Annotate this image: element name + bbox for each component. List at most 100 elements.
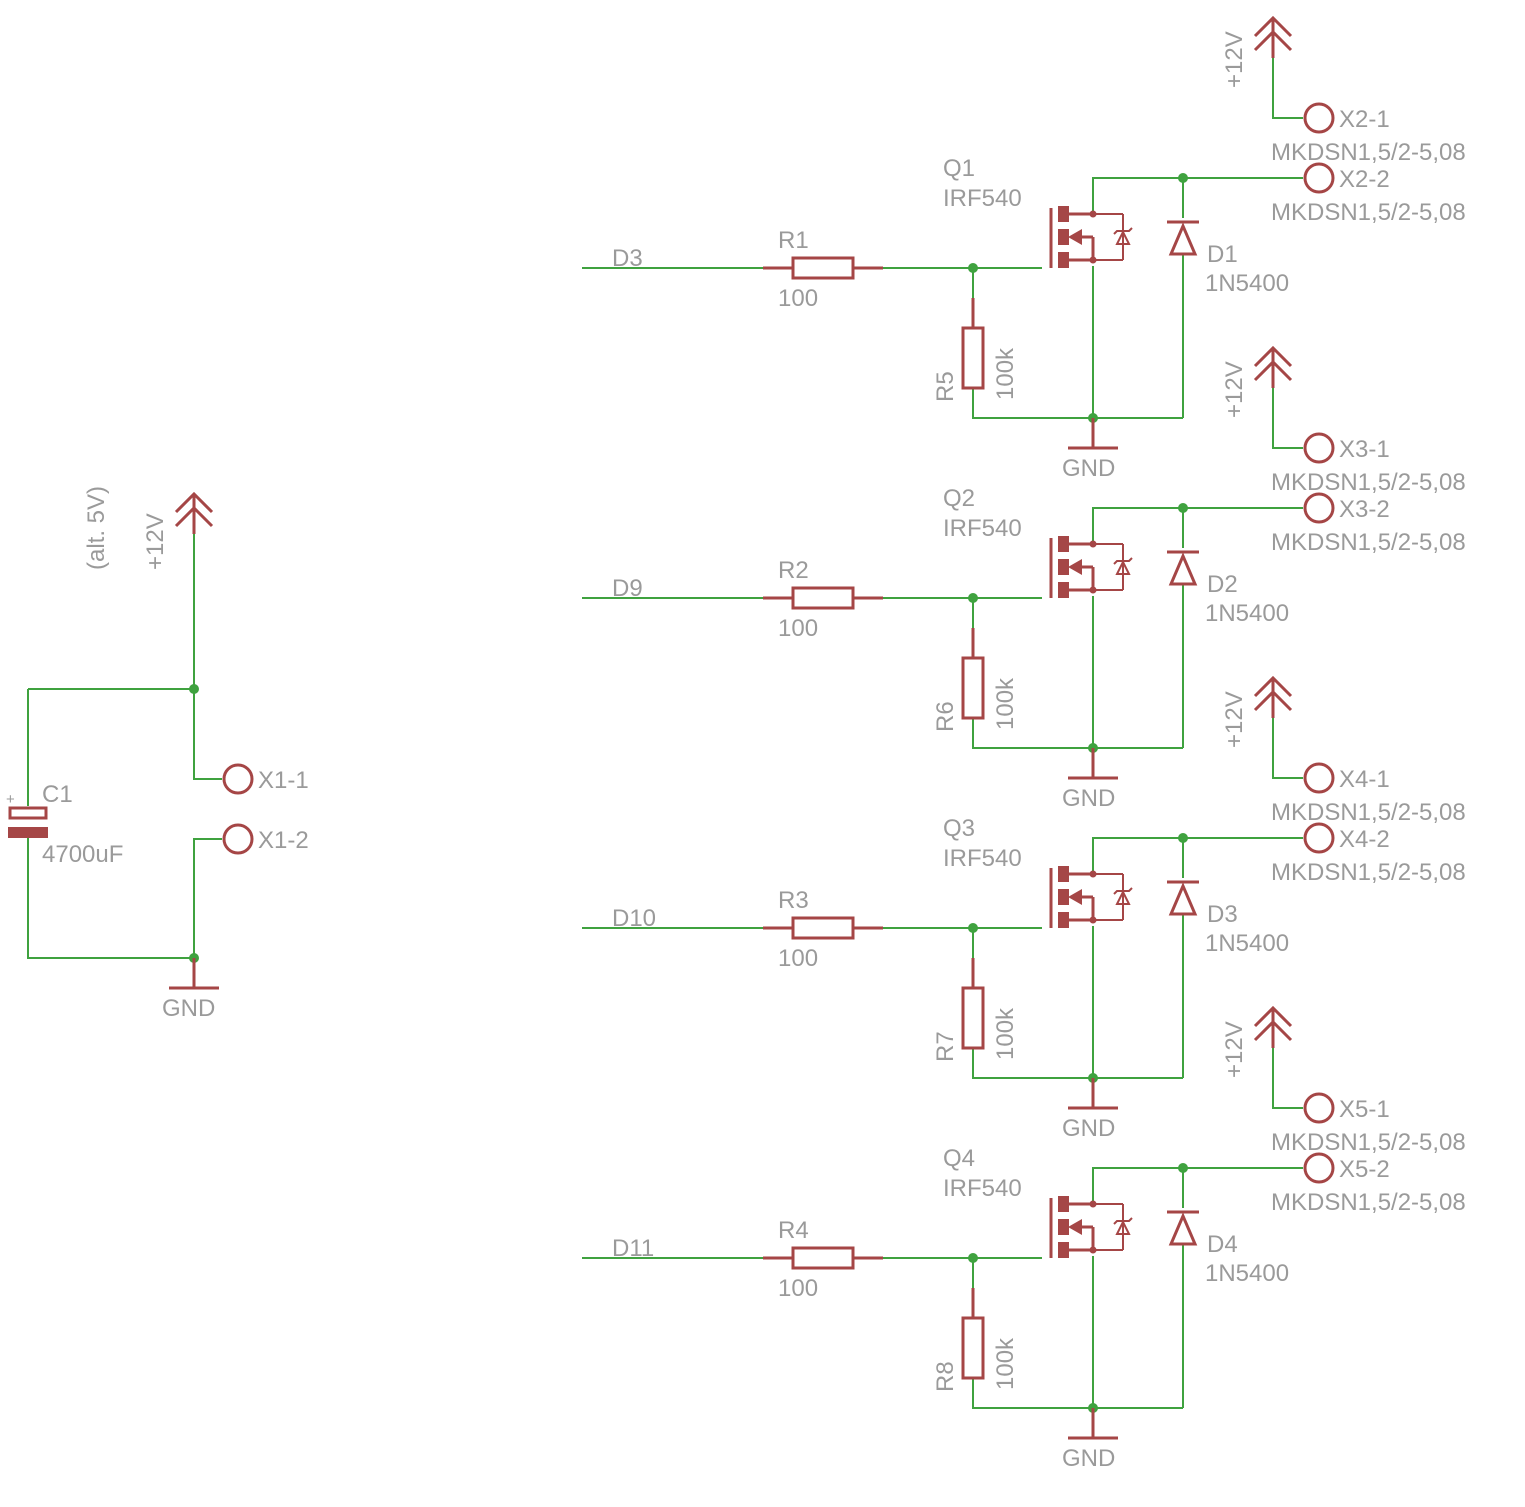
supply-label: +12V (1221, 31, 1248, 88)
ground-to-x1-2-wire (193, 838, 222, 958)
terminal-2-icon (1303, 1152, 1335, 1184)
terminal-1-label: X5-1 (1339, 1096, 1390, 1123)
pulldown-resistor-value: 100k (992, 1337, 1019, 1390)
resistor-icon (961, 1316, 985, 1380)
supply-to-terminal-wire (1272, 1048, 1303, 1109)
terminal-2-connector-type: MKDSN1,5/2-5,08 (1271, 199, 1466, 226)
junction-dot (189, 684, 199, 694)
supply-wire (193, 534, 222, 780)
n-mosfet-icon (1049, 1196, 1133, 1258)
terminal-2-label: X3-2 (1339, 496, 1390, 523)
mosfet-name: Q3 (943, 815, 975, 842)
terminal-1-label: X2-1 (1339, 106, 1390, 133)
supply-arrow-icon (1253, 1005, 1293, 1048)
mosfet-name: Q1 (943, 155, 975, 182)
junction-dot (1178, 503, 1188, 513)
terminal-x1-2-icon (222, 823, 254, 855)
supply-label: +12V (1221, 361, 1248, 418)
diode-icon (1167, 550, 1199, 586)
mosfet-type: IRF540 (943, 185, 1022, 212)
junction-dot (1178, 833, 1188, 843)
mosfet-channel-2: D9 R2 100 R6 100k (582, 345, 1466, 812)
supply-to-terminal-wire (1272, 718, 1303, 779)
gate-resistor-value: 100 (778, 945, 818, 972)
input-label: D11 (612, 1235, 654, 1262)
gate-resistor-name: R2 (778, 557, 809, 584)
terminal-2-icon (1303, 822, 1335, 854)
drain-wire (1092, 1167, 1303, 1202)
diode-type: 1N5400 (1205, 930, 1289, 957)
pulldown-resistor-value: 100k (992, 347, 1019, 400)
diode-type: 1N5400 (1205, 270, 1289, 297)
diode-name: D4 (1207, 1231, 1238, 1258)
ground-label: GND (1062, 1445, 1115, 1472)
n-mosfet-icon (1049, 206, 1133, 268)
resistor-icon (791, 916, 855, 940)
mosfet-name: Q2 (943, 485, 975, 512)
terminal-2-icon (1303, 492, 1335, 524)
ground-rail-wire (972, 388, 1183, 419)
junction-dot (968, 263, 978, 273)
junction-dot (1178, 173, 1188, 183)
drain-wire (1092, 837, 1303, 872)
gate-resistor-value: 100 (778, 615, 818, 642)
ground-label: GND (1062, 1115, 1115, 1142)
ground-label: GND (162, 995, 215, 1022)
terminal-x1-2-label: X1-2 (258, 827, 309, 854)
supply-arrow-icon (1253, 675, 1293, 718)
ground-label: GND (1062, 785, 1115, 812)
terminal-1-connector-type: MKDSN1,5/2-5,08 (1271, 1129, 1466, 1156)
supply-arrow-icon (1253, 15, 1293, 58)
terminal-1-connector-type: MKDSN1,5/2-5,08 (1271, 139, 1466, 166)
diode-icon (1167, 880, 1199, 916)
terminal-1-label: X3-1 (1339, 436, 1390, 463)
gate-resistor-value: 100 (778, 1275, 818, 1302)
ground-rail-wire (972, 1378, 1183, 1409)
mosfet-type: IRF540 (943, 845, 1022, 872)
supply-to-terminal-wire (1272, 58, 1303, 119)
power-input-section: +12V (alt. 5V) + C1 4700uF X1-1 X1-2 GND (6, 486, 309, 1022)
cap-minus-wire (27, 836, 194, 959)
supply-to-terminal-wire (1272, 388, 1303, 449)
terminal-2-label: X4-2 (1339, 826, 1390, 853)
pulldown-resistor-name: R5 (932, 371, 959, 402)
diode-name: D3 (1207, 901, 1238, 928)
terminal-1-icon (1303, 1092, 1335, 1124)
supply-arrow-icon (1253, 345, 1293, 388)
terminal-2-connector-type: MKDSN1,5/2-5,08 (1271, 529, 1466, 556)
mosfet-channel-4: D11 R4 100 R8 100k (582, 1005, 1466, 1472)
supply-label: +12V (1221, 691, 1248, 748)
n-mosfet-icon (1049, 866, 1133, 928)
gate-resistor-name: R4 (778, 1217, 809, 1244)
diode-type: 1N5400 (1205, 600, 1289, 627)
junction-dot (968, 593, 978, 603)
junction-dot (968, 1253, 978, 1263)
supply-arrow-icon (174, 491, 214, 534)
electrolytic-capacitor-icon (8, 806, 48, 838)
input-label: D3 (612, 245, 643, 272)
channels-group: D3 R1 100 R5 100k (582, 15, 1466, 1472)
supply-alt-note: (alt. 5V) (83, 486, 110, 570)
terminal-2-label: X5-2 (1339, 1156, 1390, 1183)
pulldown-resistor-name: R6 (932, 701, 959, 732)
gate-resistor-name: R1 (778, 227, 809, 254)
supply-label: +12V (142, 513, 169, 570)
input-label: D9 (612, 575, 643, 602)
terminal-2-icon (1303, 162, 1335, 194)
terminal-1-label: X4-1 (1339, 766, 1390, 793)
terminal-1-icon (1303, 102, 1335, 134)
gate-resistor-name: R3 (778, 887, 809, 914)
gate-resistor-value: 100 (778, 285, 818, 312)
supply-label: +12V (1221, 1021, 1248, 1078)
resistor-icon (961, 656, 985, 720)
mosfet-type: IRF540 (943, 1175, 1022, 1202)
n-mosfet-icon (1049, 536, 1133, 598)
ground-label: GND (1062, 455, 1115, 482)
cap-name: C1 (42, 781, 73, 808)
pulldown-resistor-value: 100k (992, 1007, 1019, 1060)
resistor-icon (791, 1246, 855, 1270)
terminal-x1-1-icon (222, 763, 254, 795)
diode-name: D1 (1207, 241, 1238, 268)
cap-value: 4700uF (42, 841, 123, 868)
